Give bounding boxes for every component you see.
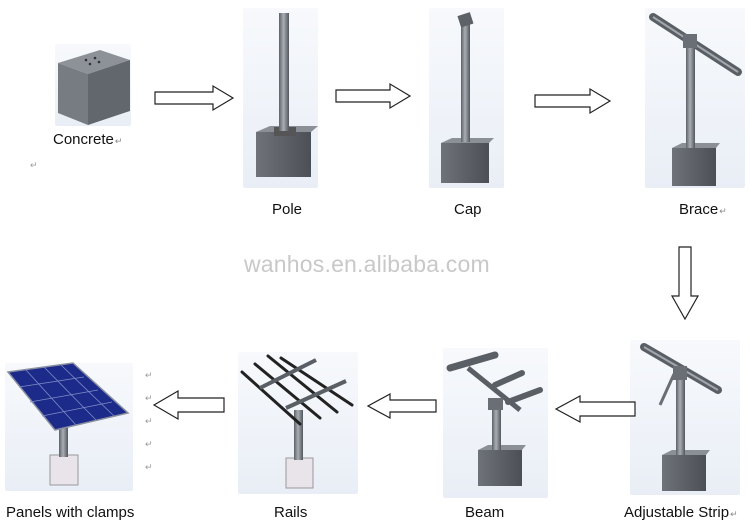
rails-model bbox=[240, 354, 354, 489]
arrow-strip-to-beam bbox=[554, 394, 636, 424]
arrow-concrete-to-pole bbox=[154, 84, 235, 112]
return-mark: ↵ bbox=[145, 393, 153, 403]
arrow-cap-to-brace bbox=[534, 87, 612, 115]
brace-model bbox=[649, 13, 742, 186]
step-label-brace: Brace↵ bbox=[679, 201, 727, 218]
return-mark: ↵ bbox=[145, 439, 153, 449]
step-label-pole: Pole bbox=[272, 201, 303, 218]
step-label-adjustable-strip: Adjustable Strip↵ bbox=[624, 504, 738, 521]
step-label-cap: Cap bbox=[454, 201, 482, 218]
beam-model bbox=[446, 351, 543, 486]
adjustable-strip-model bbox=[640, 343, 722, 491]
return-mark: ↵ bbox=[30, 160, 38, 170]
arrow-pole-to-cap bbox=[335, 82, 412, 110]
arrow-brace-to-strip bbox=[670, 246, 700, 321]
step-label-panels: Panels with clamps bbox=[6, 504, 135, 521]
flow-arrows bbox=[152, 82, 700, 424]
step-label-beam: Beam bbox=[465, 504, 505, 521]
return-mark: ↵ bbox=[145, 370, 153, 380]
step-label-concrete: Concrete↵ bbox=[53, 131, 123, 148]
step-label-rails: Rails bbox=[274, 504, 308, 521]
panels-model bbox=[6, 362, 130, 486]
concrete-block bbox=[58, 50, 130, 125]
arrow-rails-to-panels bbox=[152, 389, 225, 421]
cap-model bbox=[441, 12, 494, 183]
return-mark: ↵ bbox=[145, 462, 153, 472]
arrow-beam-to-rails bbox=[366, 392, 437, 420]
return-mark: ↵ bbox=[145, 416, 153, 426]
watermark: wanhos.en.alibaba.com bbox=[244, 251, 490, 277]
pole-model bbox=[256, 13, 318, 177]
